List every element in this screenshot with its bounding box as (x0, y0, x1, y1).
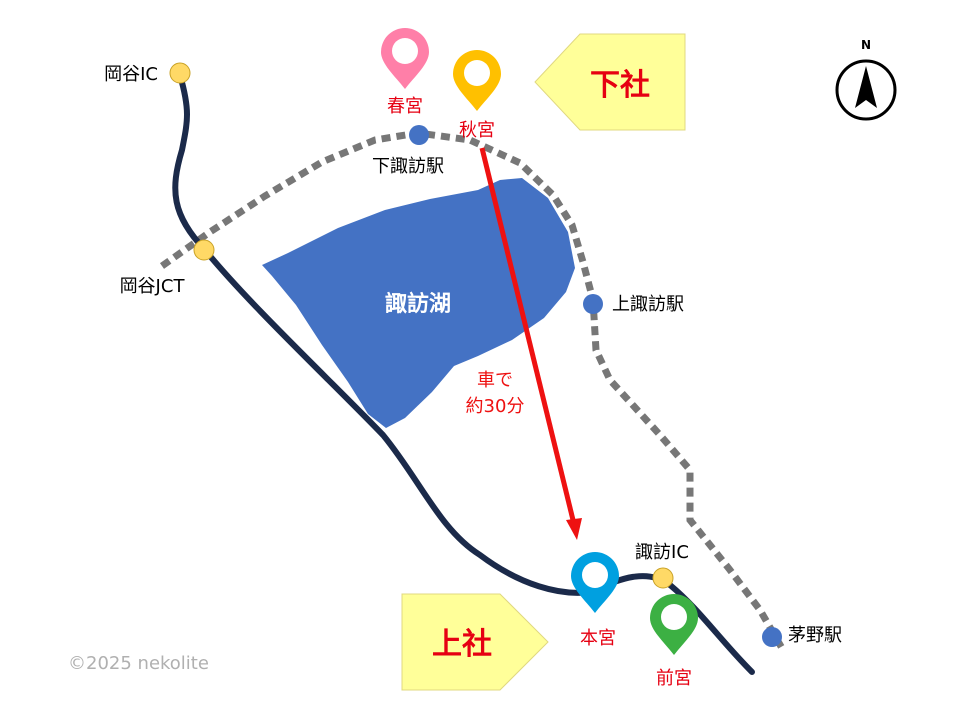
maemiya-pin-icon (650, 594, 698, 655)
suwa-ic-label: 諏訪IC (635, 542, 689, 563)
lake-suwa (262, 178, 575, 428)
harumiya-label: 春宮 (387, 96, 423, 117)
kamisuwa-station-label: 上諏訪駅 (612, 294, 684, 315)
honmiya-label: 本宮 (580, 628, 616, 649)
route-label-line1: 車で (477, 370, 513, 391)
shimosha-callout-label: 下社 (590, 68, 650, 103)
route-arrow-line (479, 147, 576, 521)
chino-station-marker (762, 627, 782, 647)
okaya-ic-marker (169, 62, 191, 84)
kamisha-callout (401, 593, 549, 691)
railway-line (159, 129, 787, 652)
route-arrow-head (566, 518, 582, 540)
lake-label: 諏訪湖 (385, 291, 451, 317)
copyright-text: ©2025 nekolite (68, 653, 209, 674)
shimosha-callout (534, 33, 686, 131)
akimiya-label: 秋宮 (459, 120, 495, 141)
akimiya-pin-icon (453, 50, 501, 111)
kamisha-callout-label: 上社 (432, 627, 492, 662)
kamisuwa-station-marker (583, 294, 603, 314)
okaya-jct-label: 岡谷JCT (120, 276, 186, 297)
shimosuwa-station-label: 下諏訪駅 (372, 156, 444, 177)
route-label-line2: 約30分 (466, 396, 525, 417)
okaya-jct-marker (193, 239, 215, 261)
maemiya-label: 前宮 (656, 668, 692, 689)
harumiya-pin-icon (381, 28, 429, 89)
suwa-ic-marker (652, 567, 674, 589)
compass-north-label: N (861, 38, 871, 52)
shimosuwa-station-marker (409, 125, 429, 145)
honmiya-pin-icon (571, 552, 619, 613)
compass-icon (835, 59, 897, 121)
chino-station-label: 茅野駅 (788, 625, 842, 646)
okaya-ic-label: 岡谷IC (104, 64, 158, 85)
